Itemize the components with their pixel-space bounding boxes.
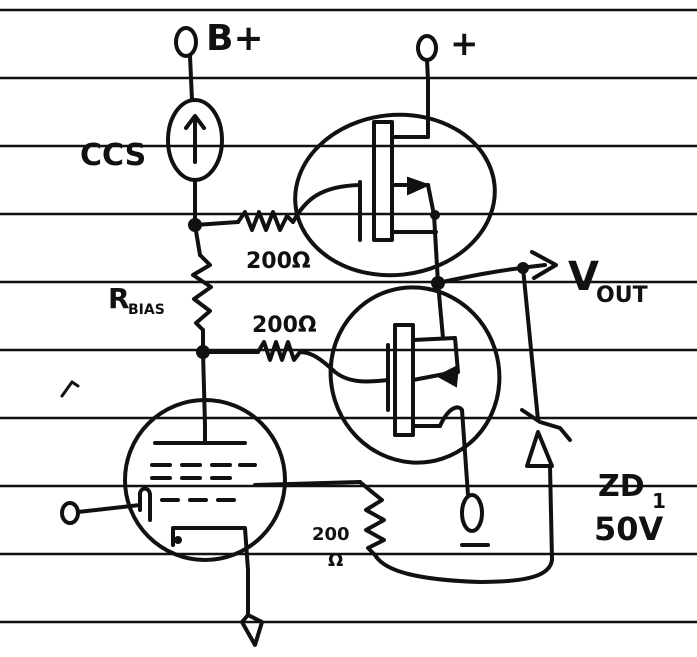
r-bias-resistor xyxy=(191,223,213,427)
vacuum-tube xyxy=(123,398,287,647)
mosfet-lower xyxy=(328,281,502,497)
vout-label: V xyxy=(568,254,599,300)
vout-line xyxy=(436,250,558,285)
bottom-resistor-unit: Ω xyxy=(328,550,343,571)
r-bias-subscript: BIAS xyxy=(128,302,165,318)
r-bias-label: R xyxy=(108,282,130,315)
zener-diode xyxy=(373,266,572,584)
ccs-current-source xyxy=(166,98,224,227)
stray-pen-mark xyxy=(60,380,80,398)
vout-subscript: OUT xyxy=(596,283,648,308)
b-plus-terminal xyxy=(174,26,198,102)
mid-resistor-label: 200Ω xyxy=(252,313,317,338)
plus-label: + xyxy=(450,24,479,64)
zener-label: ZD xyxy=(598,469,645,504)
negative-supply-terminal xyxy=(460,493,490,547)
bottom-resistor-value: 200 xyxy=(312,524,350,545)
gate-resistor-top xyxy=(193,183,362,232)
positive-supply-terminal xyxy=(416,34,438,82)
gate-resistor-mid xyxy=(201,340,390,384)
top-resistor-label: 200Ω xyxy=(246,249,311,274)
feedback-resistor xyxy=(253,480,386,558)
ccs-label: CCS xyxy=(80,138,146,173)
notebook-rules xyxy=(0,8,697,624)
zener-subscript: 1 xyxy=(652,489,666,513)
input-terminal xyxy=(60,501,142,525)
mosfet-upper xyxy=(293,78,497,285)
b-plus-label: B+ xyxy=(206,18,264,59)
zener-voltage-label: 50V xyxy=(594,510,664,548)
